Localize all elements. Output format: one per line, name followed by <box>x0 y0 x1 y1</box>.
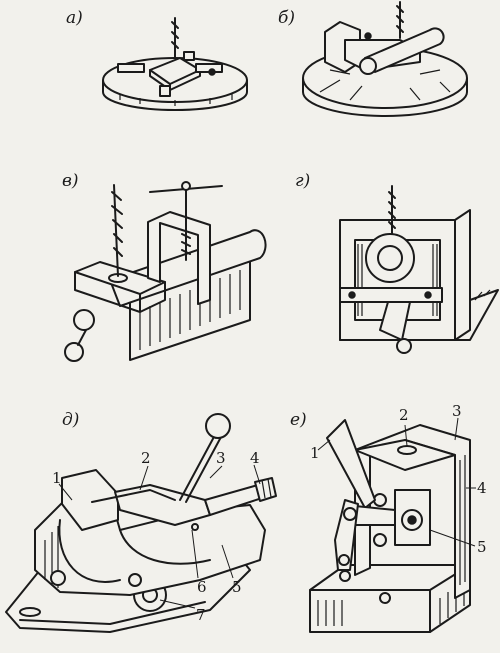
panel-a-label: а) <box>66 8 83 28</box>
panel-g-knob <box>396 338 412 354</box>
panel-d-label: д) <box>62 410 79 430</box>
panel-d-lever <box>179 434 216 501</box>
panel-e-top-screw <box>397 445 417 455</box>
panel-e-callout-4: 4 <box>477 479 487 497</box>
panel-g-label: г) <box>295 171 310 191</box>
panel-b: б) <box>278 1 468 117</box>
panel-d-callout-3: 3 <box>216 449 226 467</box>
panel-a-clamp-left <box>117 63 145 73</box>
panel-d-fixed-jaw <box>61 469 119 531</box>
panel-d-callout-7: 7 <box>196 606 206 624</box>
panel-v-c-frame <box>147 211 211 305</box>
panel-d-callout-2: 2 <box>141 449 151 467</box>
panel-d-callout-6: 6 <box>197 578 207 596</box>
panel-a: а) <box>66 8 248 111</box>
panel-b-label: б) <box>278 8 295 28</box>
panel-e-label: е) <box>290 410 307 430</box>
panel-e-callout-5: 5 <box>477 538 487 556</box>
panel-d-movable-jaw <box>114 484 211 526</box>
panel-v-knob <box>64 342 84 362</box>
panel-e-callout-3: 3 <box>452 402 462 420</box>
panel-d-callout-4: 4 <box>250 449 260 467</box>
panel-e-callout-1: 1 <box>310 444 320 462</box>
panel-e-callout-2: 2 <box>399 406 409 424</box>
panel-e-toggle-lever <box>326 419 376 509</box>
panel-b-workpiece <box>364 27 445 73</box>
panel-v-drill <box>113 184 119 277</box>
panel-d-lever-knob <box>205 413 231 439</box>
panel-d: д) 1 2 <box>5 410 277 633</box>
panel-g: г) <box>295 171 499 354</box>
panel-d-callout-1: 1 <box>52 469 62 487</box>
panel-d-callout-5: 5 <box>232 578 242 596</box>
panel-e: е) 1 2 3 4 5 <box>290 402 487 633</box>
panel-v-label: в) <box>62 171 79 191</box>
panel-v: в) <box>62 171 267 362</box>
